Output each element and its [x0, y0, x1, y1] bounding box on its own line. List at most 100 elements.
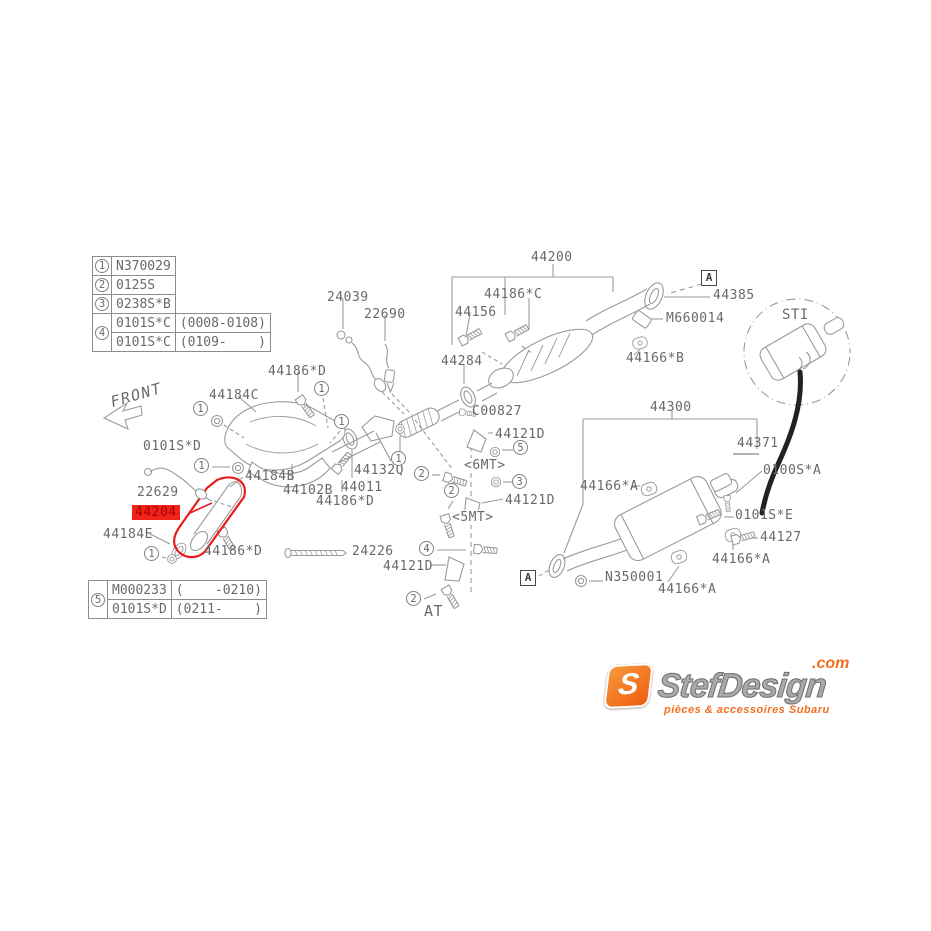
callout-1: 1 — [193, 401, 208, 416]
part-label-0100SA: 0100S*A — [763, 463, 822, 478]
stefdesign-tld-text: .com — [812, 655, 850, 672]
callout-5: 5 — [513, 440, 528, 455]
legend-row: 0101S*D (0211- ) — [89, 599, 267, 619]
part-label-44121D-at: 44121D — [383, 559, 433, 574]
legend-row: 5 M000233 ( -0210) — [88, 580, 267, 619]
part-label-44284: 44284 — [441, 354, 483, 369]
legend-num-cell: 3 — [92, 294, 112, 314]
sti-option-inset — [743, 298, 851, 516]
front-pipe-assembly — [331, 264, 710, 464]
muffler-body — [613, 476, 722, 562]
red-highlight-outline — [173, 476, 247, 559]
part-label-44200: 44200 — [531, 250, 573, 265]
legend-callout-2: 2 — [95, 278, 109, 292]
legend-range-cell: (0109- ) — [174, 332, 271, 352]
legend-row: 0101S*C (0109- ) — [93, 332, 271, 352]
flex-joint — [396, 407, 440, 439]
legend-num-cell: 1 — [92, 256, 112, 276]
oxygen-sensors — [143, 299, 413, 508]
legend-row: 2 0125S — [92, 275, 271, 295]
callout-4: 4 — [419, 541, 434, 556]
part-label-44184C: 44184C — [209, 388, 259, 403]
part-label-44184E: 44184E — [103, 527, 153, 542]
screw-24226 — [284, 547, 347, 559]
legend-num-cell: 4 — [92, 313, 112, 352]
legend-code-cell: M000233 — [107, 580, 172, 600]
callout-1: 1 — [391, 451, 406, 466]
callout-1: 1 — [314, 381, 329, 396]
part-label-44127: 44127 — [760, 530, 802, 545]
part-label-44166A-bottom: 44166*A — [658, 582, 717, 597]
legend-code-cell: 0101S*C — [111, 332, 176, 352]
stefdesign-logo: S StefDesign .com pièces & accessoires S… — [598, 655, 873, 726]
legend-code-cell: N370029 — [111, 256, 176, 276]
legend-table-bottom: 5 M000233 ( -0210) 0101S*D (0211- ) — [88, 580, 267, 619]
legend-range-cell: (0211- ) — [170, 599, 267, 619]
callout-2: 2 — [444, 483, 459, 498]
part-label-44204-highlighted: 44204 — [132, 505, 180, 520]
legend-num-cell: 5 — [88, 580, 108, 619]
callout-1: 1 — [334, 414, 349, 429]
legend-code-cell: 0101S*D — [107, 599, 172, 619]
section-marker-a: A — [520, 570, 536, 586]
part-label-44166B: 44166*B — [626, 351, 685, 366]
part-label-22690: 22690 — [364, 307, 406, 322]
at-label: AT — [424, 602, 444, 620]
part-label-44156: 44156 — [455, 305, 497, 320]
part-label-M660014: M660014 — [666, 311, 725, 326]
part-label-44186C: 44186*C — [484, 287, 543, 302]
legend-callout-3: 3 — [95, 297, 109, 311]
part-label-0101SE: 0101S*E — [735, 508, 794, 523]
part-label-44132Q: 44132Q — [354, 463, 404, 478]
callout-1: 1 — [194, 458, 209, 473]
stefdesign-tagline: pièces & accessoires Subaru — [664, 704, 830, 716]
part-label-44121D-5mt: 44121D — [505, 493, 555, 508]
section-marker-a: A — [701, 270, 717, 286]
callout-3: 3 — [512, 474, 527, 489]
part-label-0101SD: 0101S*D — [143, 439, 202, 454]
part-label-44166A-right: 44166*A — [712, 552, 771, 567]
transmission-hardware-groups — [414, 419, 550, 610]
legend-callout-5: 5 — [91, 592, 105, 607]
sti-pointer-curve — [759, 369, 803, 516]
rear-muffler-assembly — [548, 411, 763, 588]
part-label-N350001: N350001 — [605, 570, 664, 585]
part-label-C00827: C00827 — [472, 404, 522, 419]
part-label-44186D-mid: 44186*D — [316, 494, 375, 509]
part-label-24039: 24039 — [327, 290, 369, 305]
legend-callout-4: 4 — [95, 325, 109, 340]
legend-callout-1: 1 — [95, 259, 109, 273]
stefdesign-logo-icon: S — [603, 662, 654, 710]
part-label-44300: 44300 — [650, 400, 692, 415]
part-label-44371: 44371 — [737, 436, 779, 451]
part-label-44011: 44011 — [341, 480, 383, 495]
part-label-22629: 22629 — [137, 485, 179, 500]
part-label-44186D-bot: 44186*D — [204, 544, 263, 559]
callout-1: 1 — [144, 546, 159, 561]
legend-row: 1 N370029 — [92, 256, 271, 276]
part-label-44121D-6mt: 44121D — [495, 427, 545, 442]
part-label-44385: 44385 — [713, 288, 755, 303]
legend-code-cell: 0101S*C — [111, 313, 176, 333]
mt6-label: <6MT> — [464, 458, 506, 473]
part-label-44102B: 44102B — [283, 483, 333, 498]
legend-row: 3 0238S*B — [92, 294, 271, 314]
stefdesign-brand-text: StefDesign — [656, 667, 829, 706]
part-label-44166A-top: 44166*A — [580, 479, 639, 494]
legend-code-cell: 0125S — [111, 275, 176, 295]
legend-num-cell: 2 — [92, 275, 112, 295]
legend-range-cell: ( -0210) — [170, 580, 267, 600]
part-label-24226: 24226 — [352, 544, 394, 559]
callout-2: 2 — [414, 466, 429, 481]
highlighted-front-pipe — [149, 476, 247, 564]
part-label-44186D-top: 44186*D — [268, 364, 327, 379]
part-label-44184B: 44184B — [245, 469, 295, 484]
front-direction-arrow — [102, 401, 143, 431]
exhaust-manifold — [210, 372, 405, 492]
legend-table-top: 1 N370029 2 0125S 3 0238S*B 4 0101S*C (0… — [92, 256, 271, 352]
legend-code-cell: 0238S*B — [111, 294, 176, 314]
callout-2: 2 — [406, 591, 421, 606]
legend-range-cell: (0008-0108) — [174, 313, 271, 333]
mt5-label: <5MT> — [452, 510, 494, 525]
